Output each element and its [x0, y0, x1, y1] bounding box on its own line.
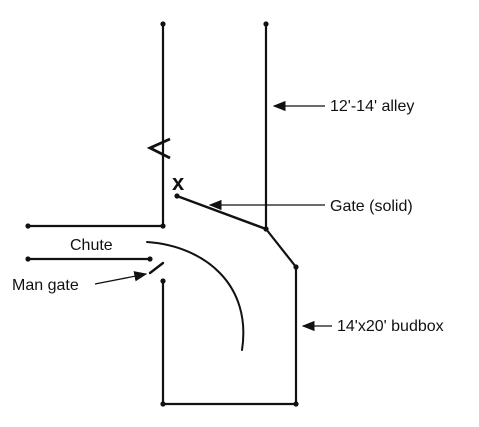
x-mark: x — [172, 170, 185, 195]
post-dot — [293, 401, 299, 407]
post-dot — [25, 256, 31, 262]
man-gate-label: Man gate — [12, 277, 79, 294]
post-dot — [263, 226, 269, 232]
post-dot — [160, 21, 166, 27]
post-dot — [263, 21, 269, 27]
solid-gate — [175, 194, 268, 231]
alley-label: 12'-14' alley — [330, 98, 414, 115]
post-dot — [147, 256, 153, 262]
budbox — [161, 227, 298, 406]
alley-walls — [161, 22, 268, 231]
budbox-diagonal-wall — [264, 227, 298, 269]
man-gate — [148, 261, 165, 275]
post-dot — [293, 264, 299, 270]
direction-chevron-icon — [146, 137, 171, 160]
post-dot — [174, 193, 180, 199]
post-dot — [160, 401, 166, 407]
gate-label: Gate (solid) — [330, 198, 413, 215]
budbox-label: 14'x20' budbox — [337, 318, 444, 335]
man-gate-arrow — [94, 271, 148, 285]
post-dot — [25, 223, 31, 229]
flow-curve — [146, 241, 245, 351]
post-dots — [25, 21, 299, 407]
chute — [26, 224, 165, 261]
label-arrows — [94, 100, 332, 332]
post-dot — [160, 223, 166, 229]
chute-label: Chute — [70, 237, 113, 254]
post-dot — [160, 278, 166, 284]
